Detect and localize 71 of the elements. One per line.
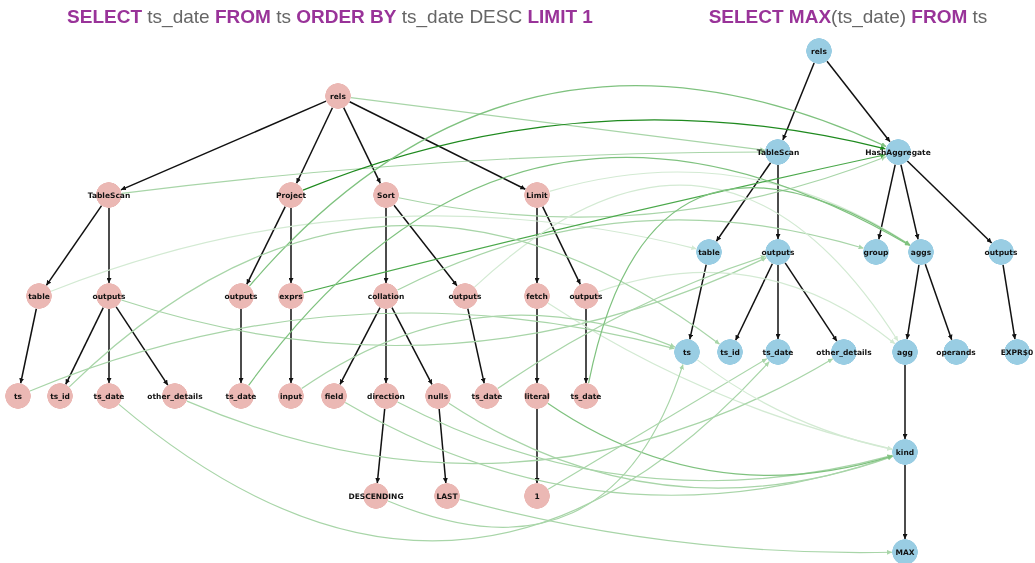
- tree-arrow: [339, 306, 381, 386]
- tree-arrow: [902, 464, 908, 540]
- tree-arrow: [900, 163, 920, 241]
- tree-arrow: [826, 60, 891, 143]
- tree-arrow: [120, 100, 327, 191]
- tree-arrow: [534, 207, 540, 284]
- mapping-arrow: [548, 171, 911, 246]
- query-heading: SELECT MAX(ts_date) FROM ts: [708, 6, 988, 28]
- tree-arrow: [534, 308, 540, 384]
- mapping-arrow: [248, 85, 887, 287]
- tree-arrow: [45, 204, 103, 287]
- tree-arrow: [383, 207, 389, 284]
- mapping-arrow: [547, 402, 894, 476]
- mapping-arrow: [303, 153, 886, 294]
- tree-arrow: [775, 264, 781, 340]
- mapping-arrow: [547, 302, 893, 451]
- tree-arrow: [583, 308, 589, 384]
- mapping-arrow: [387, 363, 684, 528]
- tree-arrow: [877, 163, 896, 241]
- mapping-arrow: [350, 97, 766, 153]
- mapping-arrow: [458, 498, 893, 555]
- tree-arrow: [1002, 264, 1017, 340]
- query-heading: SELECT ts_date FROM ts ORDER BY ts_date DESC LIMIT 1: [67, 6, 593, 28]
- tree-arrow: [391, 306, 433, 386]
- mapping-arrow: [396, 219, 865, 291]
- tree-arrow: [19, 307, 38, 385]
- mapping-arrow: [587, 187, 911, 384]
- tree-arrow: [115, 306, 169, 386]
- mapping-arrow: [696, 359, 893, 451]
- tree-arrow: [295, 107, 334, 184]
- mapping-arrow: [68, 225, 721, 388]
- tree-arrow: [775, 164, 781, 240]
- tree-arrow: [924, 263, 953, 341]
- tree-arrow: [905, 264, 920, 340]
- tree-arrow: [246, 205, 286, 286]
- mapping-arrow: [302, 119, 886, 191]
- tree-arrow: [64, 306, 105, 386]
- tree-arrow: [906, 160, 993, 244]
- tree-arrow: [342, 106, 382, 185]
- mapping-arrow: [448, 402, 894, 489]
- tree-arrow: [288, 207, 294, 284]
- tree-arrow: [734, 262, 774, 342]
- mapping-arrow: [29, 312, 676, 392]
- tree-arrow: [288, 308, 294, 384]
- mapping-arrow: [120, 257, 767, 347]
- tree-arrow: [784, 262, 838, 342]
- tree-arrow: [688, 263, 707, 341]
- mapping-arrow: [497, 255, 767, 390]
- tree-arrow: [393, 204, 458, 287]
- tree-arrow: [541, 205, 582, 286]
- tree-arrow: [238, 308, 244, 384]
- mapping-arrow: [398, 156, 887, 218]
- tree-arrow: [106, 207, 112, 284]
- mapping-arrow: [118, 361, 770, 541]
- tree-arrow: [715, 161, 772, 243]
- tree-arrow: [902, 364, 908, 440]
- tree-arrow: [375, 408, 386, 484]
- tree-arrow: [438, 408, 448, 484]
- mapping-arrow: [50, 215, 697, 292]
- tree-arrow: [534, 408, 540, 484]
- tree-arrow: [383, 308, 389, 384]
- tree-arrow: [106, 308, 112, 384]
- tree-arrow: [782, 62, 815, 141]
- mapping-arrow: [186, 358, 834, 465]
- mapping-arrow: [396, 401, 894, 482]
- tree-arrow: [348, 101, 527, 190]
- mapping-arrow: [597, 271, 896, 345]
- mapping-arrow: [301, 314, 676, 390]
- mapping-arrow: [547, 358, 768, 490]
- tree-arrow: [467, 307, 486, 385]
- mapping-arrow: [473, 185, 899, 342]
